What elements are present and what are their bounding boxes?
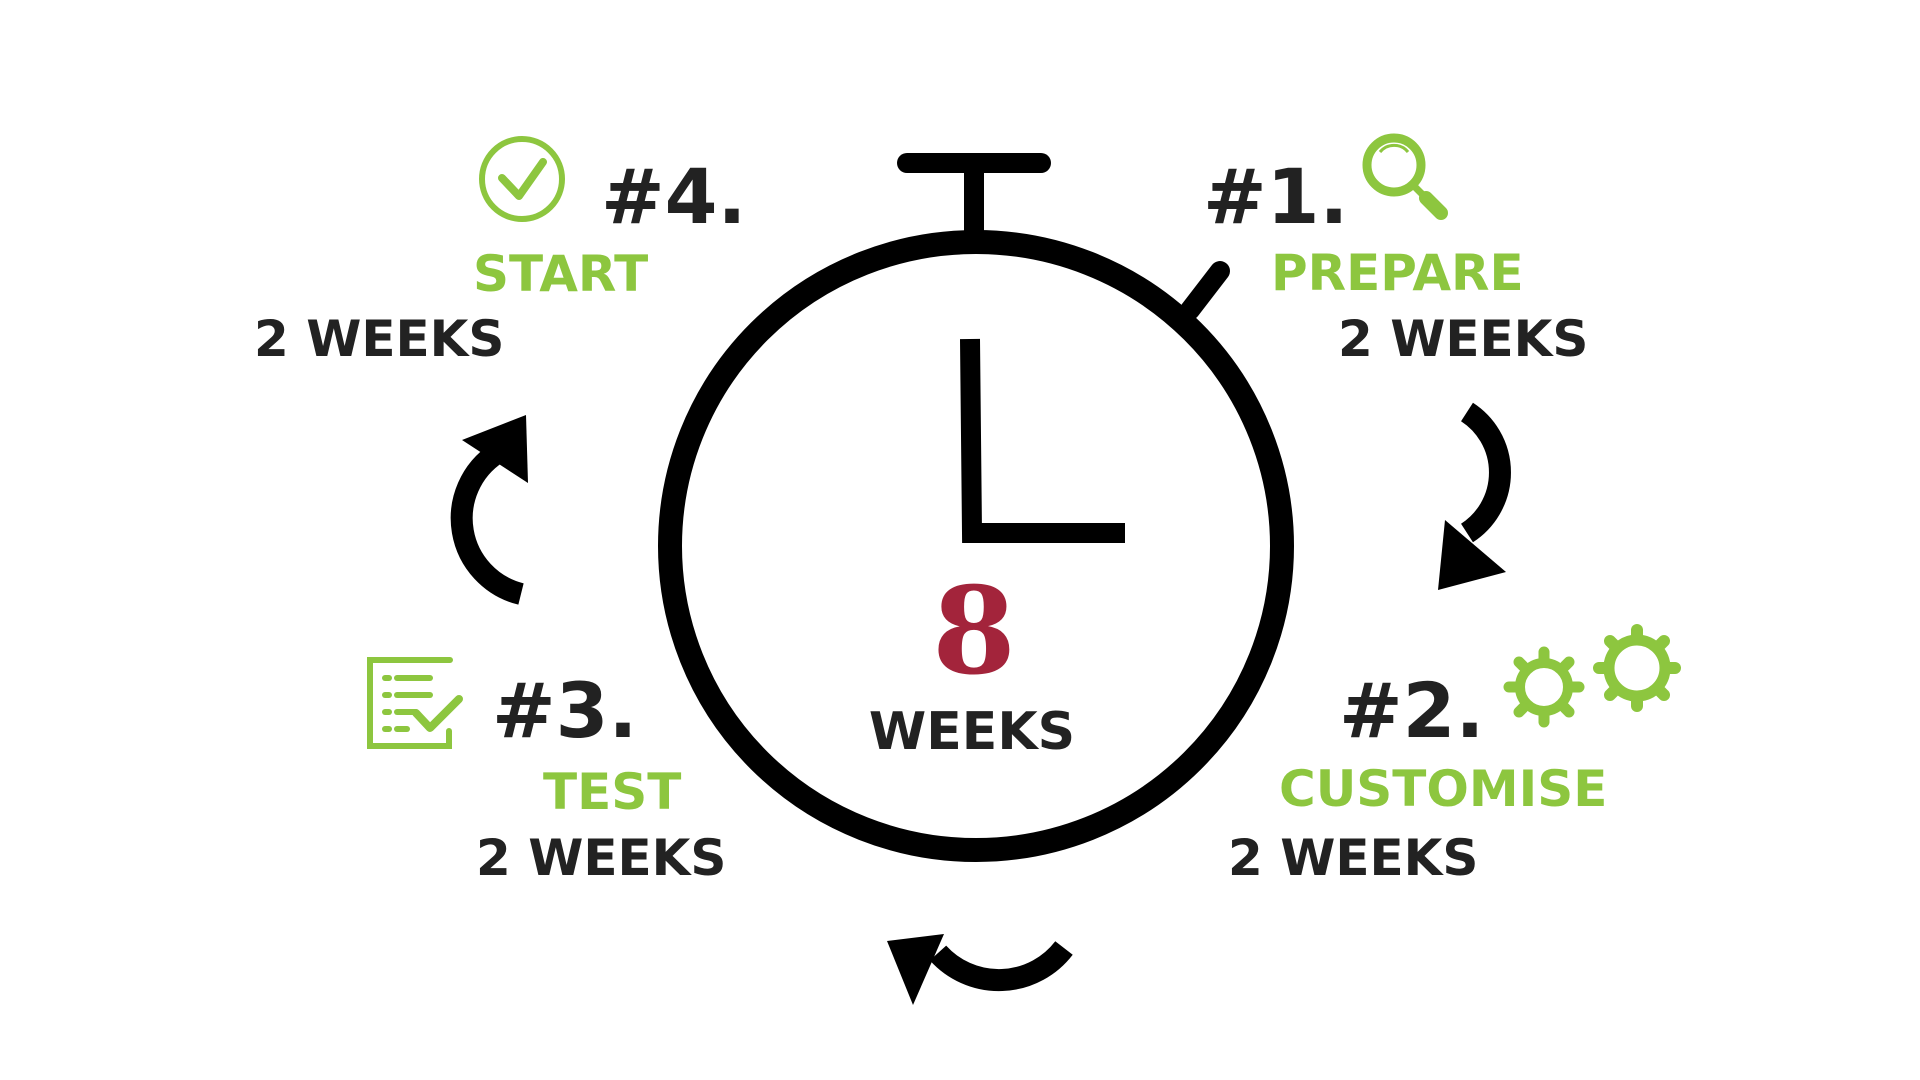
- cycle-arrows: [450, 402, 1511, 1005]
- step-4: #4. START 2 WEEKS: [254, 136, 746, 368]
- check-circle-icon: [479, 136, 565, 222]
- stopwatch-icon: [658, 153, 1294, 862]
- step-1-number: #1.: [1203, 152, 1348, 241]
- step-4-duration: 2 WEEKS: [254, 310, 504, 368]
- step-3-number: #3.: [492, 666, 637, 755]
- step-4-name: START: [473, 245, 648, 303]
- small-gear-icon: [1503, 646, 1585, 728]
- step-2-number: #2.: [1339, 666, 1484, 755]
- total-duration-value: 8: [932, 561, 1016, 702]
- clock-hands: [960, 338, 1125, 543]
- stopwatch-side-button: [1180, 261, 1230, 320]
- step-1-duration: 2 WEEKS: [1338, 310, 1588, 368]
- step-4-number: #4.: [601, 152, 746, 241]
- step-3-duration: 2 WEEKS: [476, 829, 726, 887]
- step-2-duration: 2 WEEKS: [1228, 829, 1478, 887]
- step-1: #1. PREPARE 2 WEEKS: [1203, 133, 1588, 368]
- total-duration-unit: WEEKS: [869, 702, 1075, 762]
- arrow-test-to-start: [450, 415, 528, 605]
- arrow-customise-to-test: [887, 934, 1073, 1005]
- stopwatch-dial: [658, 230, 1294, 862]
- step-2-name: CUSTOMISE: [1279, 760, 1607, 818]
- step-3-name: TEST: [543, 763, 681, 821]
- gears-icon: [1503, 624, 1681, 728]
- step-1-name: PREPARE: [1271, 244, 1524, 302]
- magnifier-icon: [1362, 133, 1448, 220]
- checklist-icon: [367, 657, 463, 749]
- arrow-prepare-to-customise: [1438, 402, 1511, 590]
- step-2: #2. CUSTOMISE 2 WEEKS: [1228, 624, 1681, 887]
- large-gear-icon: [1593, 624, 1681, 712]
- step-3: #3. TEST 2 WEEKS: [367, 657, 726, 887]
